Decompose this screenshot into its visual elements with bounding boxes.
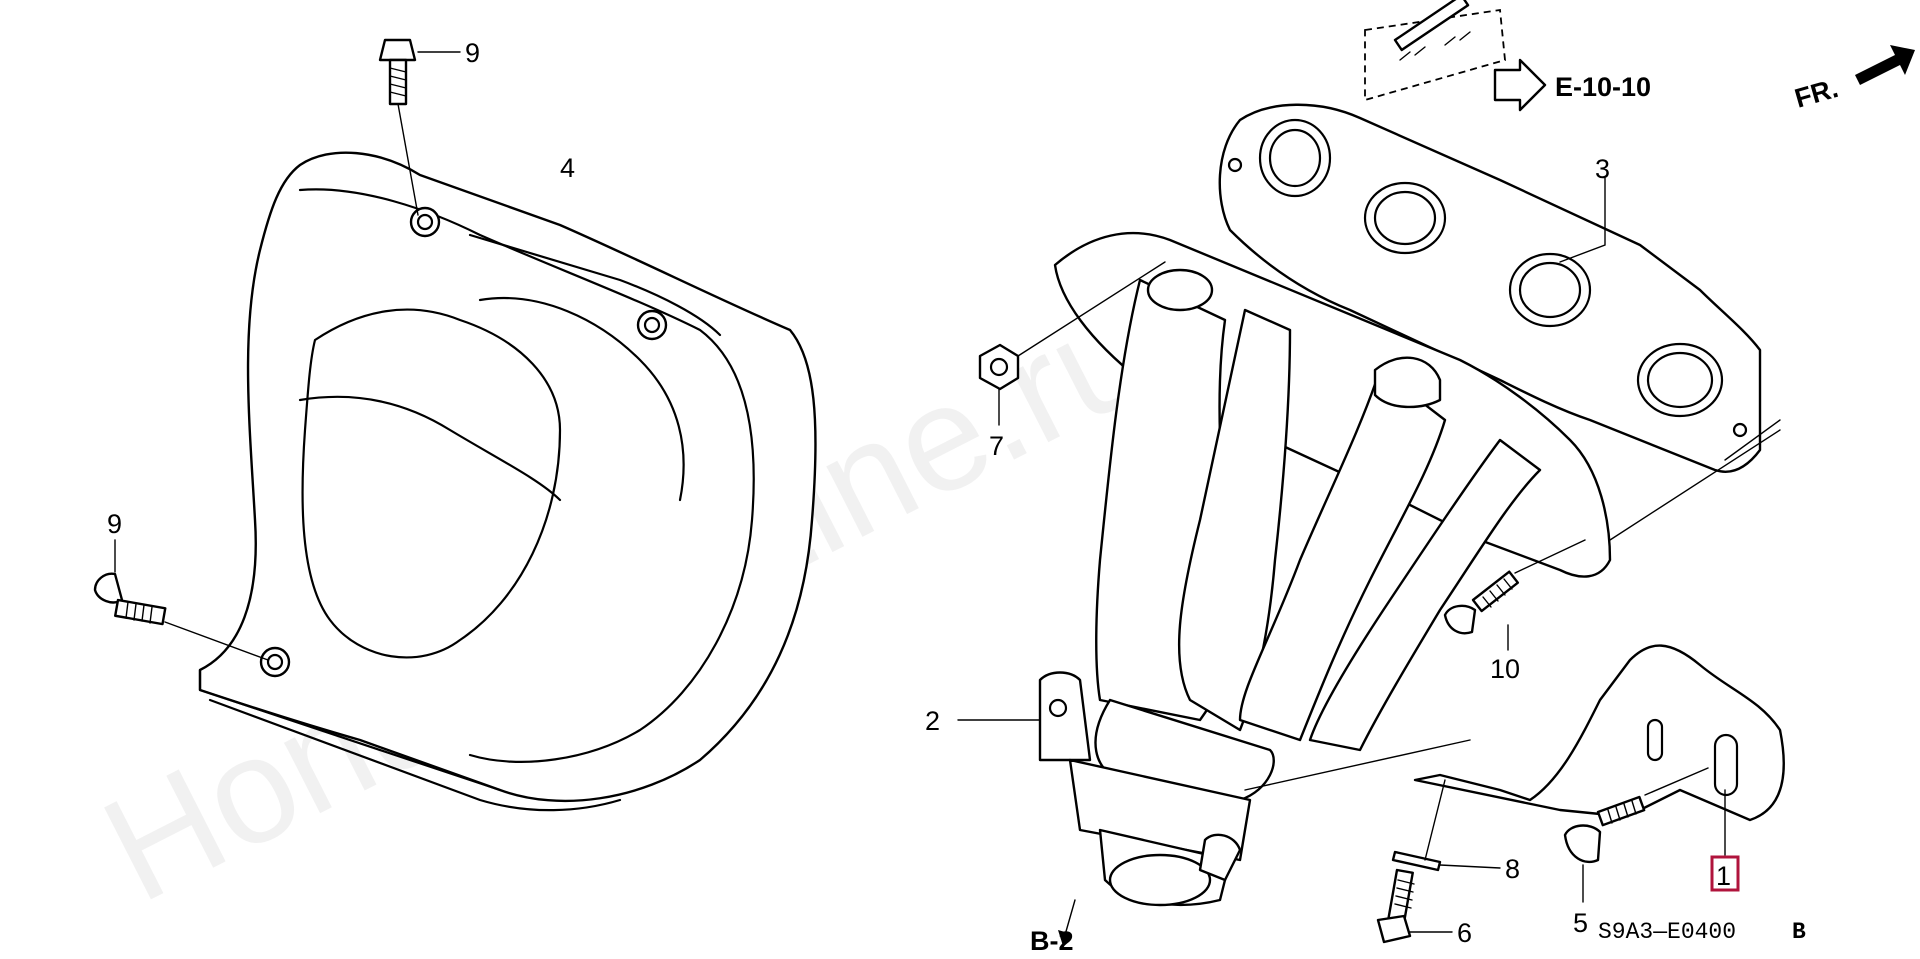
- nut-7[interactable]: [978, 343, 1020, 391]
- callout-6[interactable]: 6: [1457, 918, 1472, 948]
- bolt-5-extension: [1644, 767, 1709, 796]
- callout-1[interactable]: 1: [1716, 861, 1731, 891]
- ref-b-2[interactable]: B-2: [1030, 926, 1074, 956]
- bolt-9-left[interactable]: [93, 572, 167, 626]
- bracket-part-1[interactable]: [1413, 644, 1785, 822]
- front-label: FR.: [1791, 73, 1841, 114]
- callout-8[interactable]: 8: [1505, 854, 1520, 884]
- ref-arrow-e-10-10: [1493, 58, 1547, 112]
- callout-4[interactable]: 4: [560, 153, 575, 183]
- front-arrow-icon: [1855, 45, 1915, 85]
- bolt-10-leader: [1514, 539, 1586, 574]
- leader-bolt-9-left: [164, 621, 269, 661]
- callout-7[interactable]: 7: [989, 431, 1004, 461]
- diagram-code: S9A3—E0400: [1598, 919, 1736, 945]
- bolt-9-top[interactable]: [378, 38, 417, 106]
- bolt-6[interactable]: [1376, 868, 1415, 944]
- heat-shield-part-4[interactable]: [198, 151, 817, 812]
- exhaust-manifold-part-2[interactable]: [1038, 231, 1612, 907]
- gasket-part-3[interactable]: [1218, 103, 1762, 473]
- bolt-6-leader: [1424, 779, 1446, 861]
- washer-8[interactable]: [1391, 850, 1442, 872]
- b2-arrow-icon: [1058, 930, 1072, 946]
- callout-5[interactable]: 5: [1573, 908, 1588, 938]
- callout-2[interactable]: 2: [925, 706, 940, 736]
- leader-8: [1439, 864, 1501, 869]
- ref-e-10-10[interactable]: E-10-10: [1555, 72, 1651, 102]
- nut-7-leader: [1017, 261, 1166, 357]
- callout-1-highlight-box: [1710, 855, 1740, 892]
- bolt-10[interactable]: [1443, 570, 1520, 635]
- gasket-extension: [1609, 419, 1781, 541]
- manifold-leader-line: [1244, 739, 1471, 791]
- callout-9-left[interactable]: 9: [107, 509, 122, 539]
- leader-3: [1559, 177, 1606, 263]
- stud-dashed-box[interactable]: [1364, 0, 1506, 102]
- bolt-5[interactable]: [1563, 795, 1646, 864]
- b2-arrow-line: [1064, 899, 1076, 936]
- callout-3[interactable]: 3: [1595, 154, 1610, 184]
- callout-10[interactable]: 10: [1490, 654, 1520, 684]
- callout-9-top[interactable]: 9: [465, 38, 480, 68]
- leader-bolt-9-top: [397, 103, 419, 216]
- diagram-revision: B: [1792, 919, 1806, 945]
